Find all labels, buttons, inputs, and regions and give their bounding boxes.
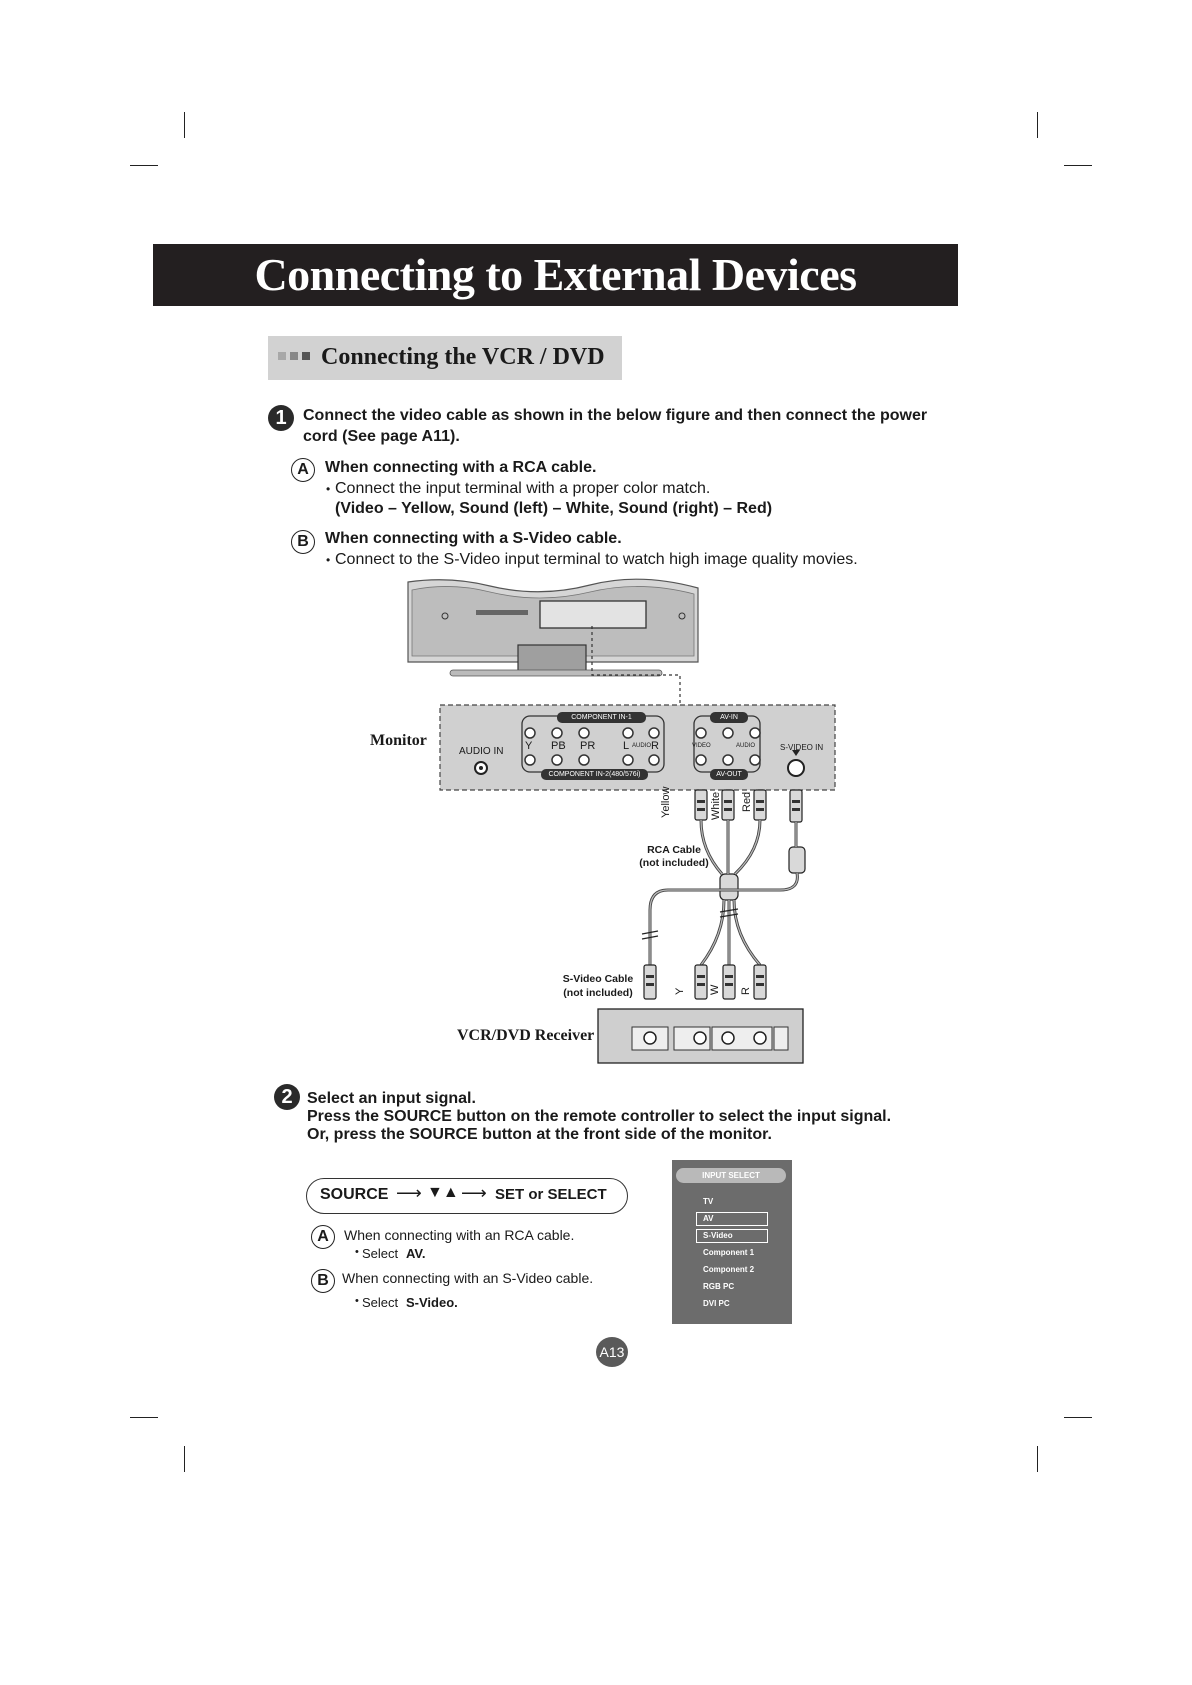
plug-w-label: W (709, 984, 721, 995)
step-1-line-1: Connect the video cable as shown in the … (303, 407, 928, 424)
step-1-a-heading: When connecting with a RCA cable. (325, 459, 597, 476)
step-1-a-bullet-dot: • (326, 482, 331, 496)
av-video-label: VIDEO (692, 743, 711, 749)
arrow-right-icon: ⟶ (461, 1183, 487, 1203)
section-title: Connecting the VCR / DVD (321, 344, 605, 370)
av-audio-label: AUDIO (736, 743, 756, 749)
section-square-icon (290, 352, 298, 360)
menu-item-component-2: Component 2 (703, 1265, 755, 1274)
cable-red-label: Red (741, 791, 753, 812)
step-2-line-3: Or, press the SOURCE button at the front… (307, 1126, 772, 1143)
step-2-b-letter: B (311, 1269, 335, 1293)
crop-mark (1037, 1446, 1038, 1472)
crop-mark (1064, 165, 1092, 166)
arrow-right-icon: ⟶ (396, 1183, 422, 1203)
menu-item-av: AV (703, 1214, 714, 1223)
crop-mark (1037, 112, 1038, 138)
menu-item-component-1: Component 1 (703, 1248, 755, 1257)
menu-highlight-av (696, 1212, 768, 1226)
step-2-a-bullet-dot: • (355, 1246, 359, 1258)
step-1-b-bullet: Connect to the S-Video input terminal to… (335, 551, 858, 568)
menu-highlight-svideo (696, 1229, 768, 1243)
menu-item-svideo: S-Video (703, 1231, 733, 1240)
component-audio-label: AUDIO (632, 743, 652, 749)
svideo-in-label: S-VIDEO IN (780, 743, 824, 752)
section-square-icon (278, 352, 286, 360)
menu-item-tv: TV (703, 1197, 714, 1206)
crop-mark (1064, 1417, 1092, 1418)
monitor-rear-illustration (407, 578, 699, 677)
step-1-b-bullet-dot: • (326, 553, 331, 567)
menu-item-rgb-pc: RGB PC (703, 1282, 735, 1291)
step-1-line-2: cord (See page A11). (303, 428, 460, 445)
plug-y-label: Y (674, 987, 686, 995)
step-2-a-letter: A (311, 1225, 335, 1249)
step-2-b-text: When connecting with an S-Video cable. (342, 1270, 594, 1286)
input-select-header: INPUT SELECT (676, 1168, 786, 1183)
component-in-2-label: COMPONENT IN-2(480/576i) (548, 771, 641, 778)
rca-cable-label: RCA Cable (647, 844, 701, 856)
plug-r-label: R (740, 987, 752, 995)
component-in-1-label: COMPONENT IN-1 (571, 714, 632, 721)
step-2-b-bullet-dot: • (355, 1295, 359, 1307)
crop-mark (130, 1417, 158, 1418)
connection-diagram (407, 578, 836, 1064)
step-2-a-text: When connecting with an RCA cable. (344, 1227, 575, 1243)
nav-arrows-icon: ▼▲ (427, 1184, 459, 1201)
set-select-label: SET or SELECT (495, 1186, 607, 1203)
component-y-label: Y (525, 740, 533, 752)
step-2-b-select-value: S-Video. (406, 1295, 458, 1310)
component-pb-label: PB (551, 740, 566, 752)
step-1-a-letter: A (291, 458, 315, 482)
page-number-badge: A13 (596, 1337, 628, 1367)
step-1-badge: 1 (268, 405, 294, 431)
av-in-label: AV-IN (720, 714, 738, 721)
crop-mark (184, 112, 185, 138)
source-sequence-box (306, 1178, 628, 1214)
cable-white-label: White (710, 791, 722, 820)
rca-cable-note: (not included) (639, 857, 709, 869)
section-header-bg (268, 336, 622, 380)
step-1-a-detail: (Video – Yellow, Sound (left) – White, S… (335, 500, 773, 517)
source-label: SOURCE (320, 1186, 389, 1203)
svideo-cable-note: (not included) (563, 987, 633, 999)
av-out-label: AV-OUT (716, 771, 742, 778)
step-1-b-heading: When connecting with a S-Video cable. (325, 530, 622, 547)
menu-item-dvi-pc: DVI PC (703, 1299, 730, 1308)
step-1-a-bullet: Connect the input terminal with a proper… (335, 480, 711, 497)
step-2-badge: 2 (274, 1084, 300, 1110)
page-title: Connecting to External Devices (153, 244, 958, 306)
audio-in-label: AUDIO IN (459, 746, 504, 757)
step-2-line-1: Select an input signal. (307, 1090, 476, 1107)
component-pr-label: PR (580, 740, 596, 752)
cable-yellow-label: Yellow (660, 786, 672, 818)
svideo-cable-label: S-Video Cable (562, 973, 634, 985)
step-2-line-2: Press the SOURCE button on the remote co… (307, 1108, 892, 1125)
step-2-a-select-value: AV. (406, 1246, 426, 1261)
component-r-label: R (651, 740, 659, 752)
crop-mark (130, 165, 158, 166)
crop-mark (184, 1446, 185, 1472)
step-2-a-select: Select (362, 1246, 399, 1261)
step-1-b-letter: B (291, 530, 315, 554)
receiver-label: VCR/DVD Receiver (457, 1027, 595, 1044)
monitor-label: Monitor (370, 732, 427, 749)
step-2-b-select: Select (362, 1295, 399, 1310)
component-l-label: L (623, 740, 630, 752)
section-square-icon (302, 352, 310, 360)
